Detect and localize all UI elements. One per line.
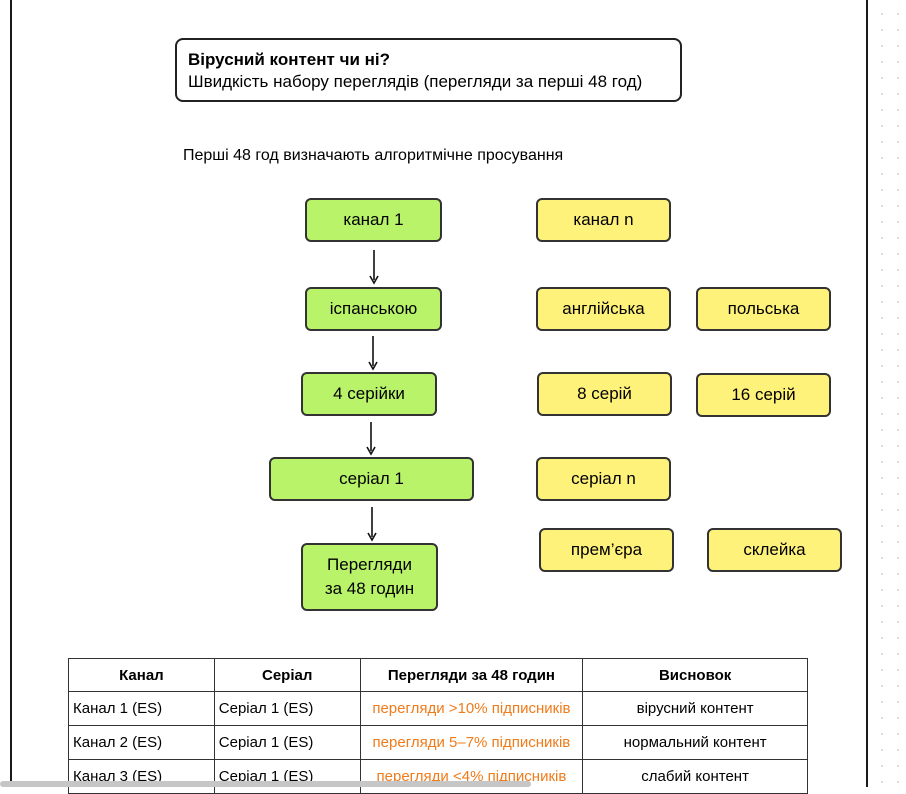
- page-border-right: [866, 0, 868, 787]
- table-cell-conclusion: вірусний контент: [582, 691, 808, 726]
- table-cell-series: Серіал 1 (ES): [213, 759, 361, 794]
- table-cell-series: Серіал 1 (ES): [213, 725, 361, 760]
- table-row: Канал 2 (ES) Серіал 1 (ES) перегляди 5–7…: [68, 725, 808, 760]
- table-header-cell: Канал: [68, 658, 215, 692]
- node-alt-episodes-a[interactable]: 8 серій: [537, 372, 672, 416]
- table-header-cell: Перегляди за 48 годин: [359, 658, 584, 692]
- node-alt-premiere[interactable]: прем’єра: [539, 528, 674, 572]
- table-header-cell: Висновок: [582, 658, 808, 692]
- node-episodes[interactable]: 4 серійки: [301, 372, 437, 416]
- node-alt-language-b[interactable]: польська: [696, 287, 831, 331]
- node-alt-montage[interactable]: склейка: [707, 528, 842, 572]
- title-heading: Вірусний контент чи ні?: [188, 50, 390, 69]
- table-cell-views: перегляди 5–7% підписників: [359, 725, 584, 760]
- note-text: Перші 48 год визначають алгоритмічне про…: [183, 147, 564, 164]
- table-cell-series: Серіал 1 (ES): [213, 691, 361, 726]
- table-header-cell: Серіал: [213, 658, 361, 692]
- table-cell-conclusion: нормальний контент: [582, 725, 808, 760]
- node-series[interactable]: серіал 1: [269, 457, 474, 501]
- node-channel[interactable]: канал 1: [305, 198, 442, 242]
- table-row: Канал 3 (ES) Серіал 1 (ES) перегляди <4%…: [68, 759, 808, 794]
- table-header-row: Канал Серіал Перегляди за 48 годин Висно…: [68, 658, 808, 692]
- horizontal-scrollbar[interactable]: [0, 781, 531, 787]
- dot-grid-background: [870, 0, 906, 787]
- arrow-down-icon: [368, 336, 378, 371]
- table-cell-views: перегляди >10% підписників: [359, 691, 584, 726]
- table-cell-channel: Канал 2 (ES): [68, 725, 215, 760]
- arrow-down-icon: [369, 250, 379, 285]
- node-alt-episodes-b[interactable]: 16 серій: [696, 373, 831, 417]
- node-views[interactable]: Перегляди за 48 годин: [301, 543, 438, 611]
- node-language[interactable]: іспанською: [305, 287, 442, 331]
- table-cell-views: перегляди <4% підписників: [359, 759, 584, 794]
- page-border-left: [10, 0, 12, 787]
- summary-table: Канал Серіал Перегляди за 48 годин Висно…: [68, 658, 808, 794]
- node-alt-series[interactable]: серіал n: [536, 457, 671, 501]
- title-box[interactable]: Вірусний контент чи ні? Швидкість набору…: [175, 38, 682, 102]
- node-alt-language-a[interactable]: англійська: [536, 287, 671, 331]
- node-alt-channel[interactable]: канал n: [536, 198, 671, 242]
- table-cell-channel: Канал 3 (ES): [68, 759, 215, 794]
- arrow-down-icon: [367, 507, 377, 542]
- title-subheading: Швидкість набору переглядів (перегляди з…: [188, 72, 643, 91]
- arrow-down-icon: [366, 422, 376, 456]
- table-cell-channel: Канал 1 (ES): [68, 691, 215, 726]
- table-cell-conclusion: слабий контент: [582, 759, 808, 794]
- table-row: Канал 1 (ES) Серіал 1 (ES) перегляди >10…: [68, 691, 808, 726]
